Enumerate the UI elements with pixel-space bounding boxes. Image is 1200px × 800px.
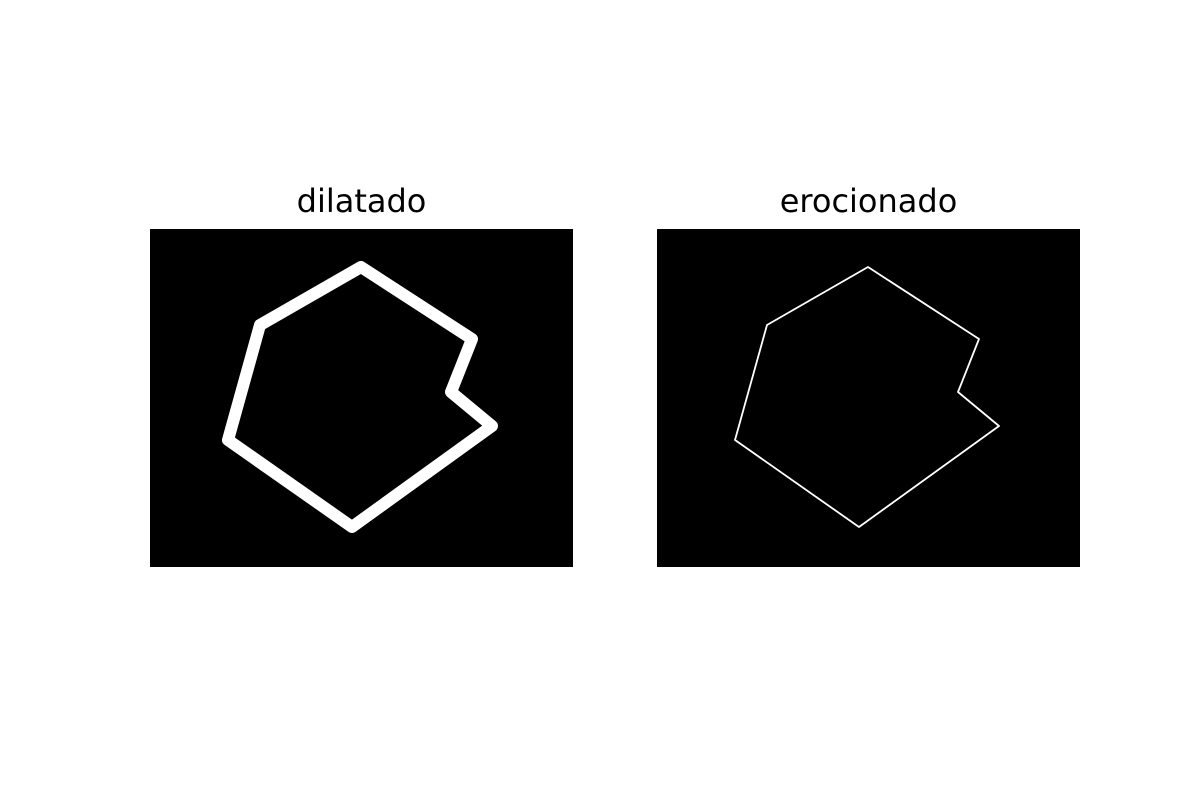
panel-eroded: erocionado: [657, 176, 1080, 567]
panel-title: dilatado: [296, 182, 427, 220]
eroded-image: [657, 229, 1080, 567]
dilated-image: [150, 229, 573, 567]
eroded-polygon-outline: [734, 266, 1000, 528]
panel-dilated: dilatado: [150, 176, 573, 567]
image-background: [657, 229, 1080, 567]
image-background: [150, 229, 573, 567]
dilated-polygon-outline: [222, 261, 498, 533]
panel-title: erocionado: [779, 182, 958, 220]
